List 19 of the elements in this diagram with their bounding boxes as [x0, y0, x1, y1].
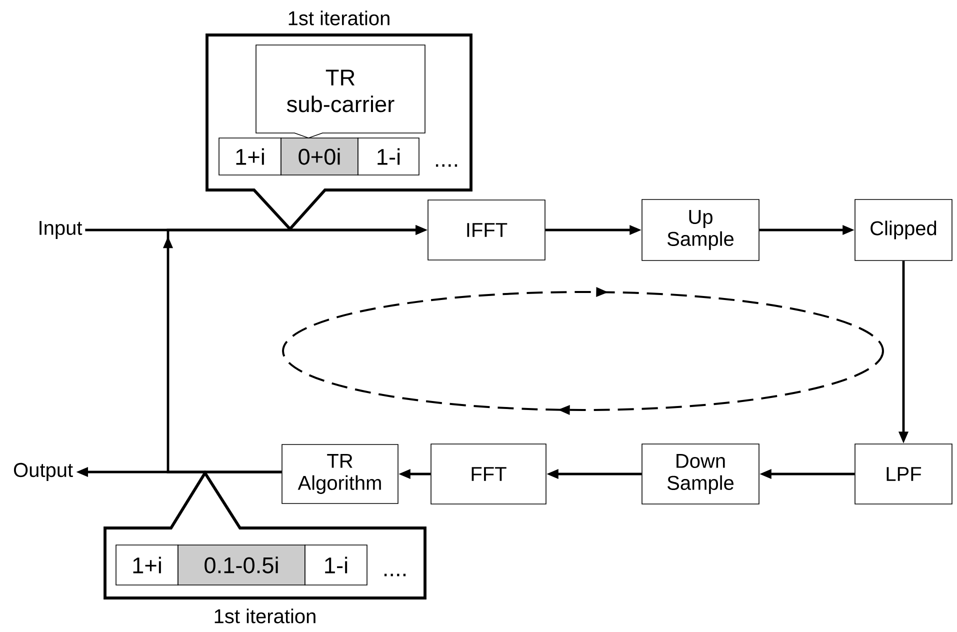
value-cell: 1+i [116, 544, 178, 586]
value-cell: 1+i [218, 138, 282, 176]
process-box: Up Sample [642, 199, 760, 261]
signal-label: Output [14, 462, 73, 482]
value-cell: 0+0i [280, 138, 358, 176]
value-cell: 0.1-0.5i [178, 544, 306, 586]
value-cell: 1-i [358, 138, 420, 176]
process-box: TR Algorithm [282, 444, 398, 504]
process-box: Down Sample [642, 444, 760, 504]
process-box: IFFT [428, 200, 546, 260]
node-label: 1st iteration [214, 608, 316, 624]
process-box: FFT [430, 444, 546, 504]
process-box: LPF [854, 444, 952, 504]
process-box: Clipped [854, 199, 952, 261]
ellipsis-label: .... [436, 164, 458, 167]
ellipsis-label: .... [384, 574, 406, 576]
value-cell: 1-i [304, 544, 368, 586]
node-label: 1st iteration [288, 10, 390, 26]
signal-label: Input [40, 221, 82, 239]
